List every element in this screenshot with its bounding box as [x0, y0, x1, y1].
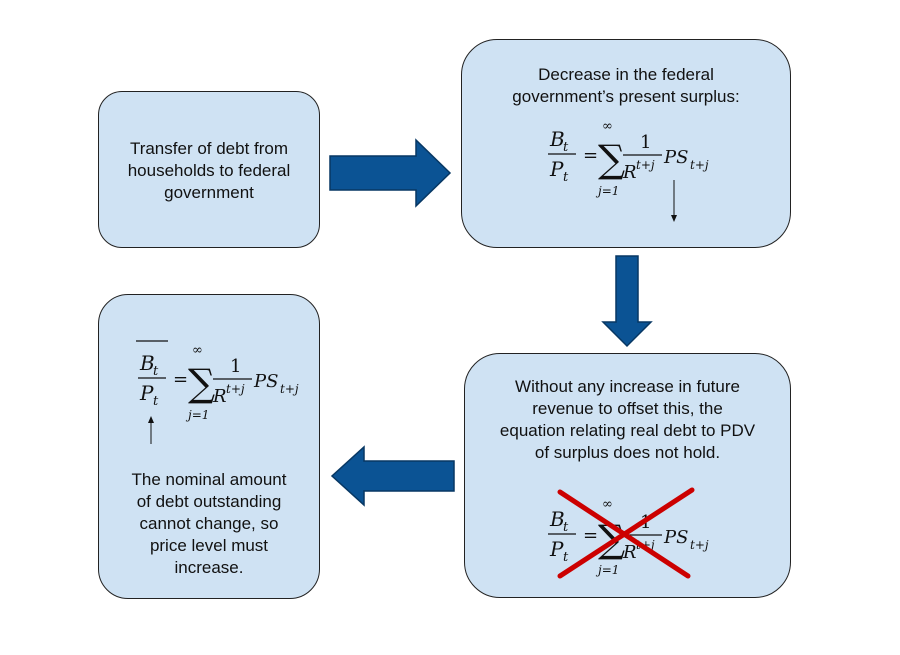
eq3-ps: PS	[253, 371, 278, 392]
nominal-line-5: increase.	[174, 558, 244, 577]
without-line-1: Without any increase in future	[515, 377, 740, 396]
eq2-equals: =	[583, 525, 598, 546]
eq1-sum-lower: j=1	[595, 184, 619, 198]
nominal-line-2: of debt outstanding	[136, 492, 282, 511]
nominal-line-1: The nominal amount	[131, 470, 287, 489]
eq3-up-arrow-head	[148, 416, 154, 423]
eq2-p-sub: t	[563, 550, 569, 565]
without-text: Without any increase in future revenue t…	[465, 376, 790, 464]
without-box: Without any increase in future revenue t…	[464, 353, 791, 598]
eq3-p: P	[139, 381, 154, 405]
eq3-sum: ∑	[188, 361, 215, 405]
eq1-sum: ∑	[598, 137, 625, 181]
transfer-line-3: government	[164, 183, 254, 202]
eq3-sum-upper: ∞	[192, 343, 203, 358]
eq2-b-sub: t	[563, 520, 569, 535]
eq1-r-exp: t+j	[636, 158, 655, 172]
arrow-right-shape	[329, 138, 452, 208]
equation-decrease: B t P t = ∞ ∑ j=1 1 R t+j PS t+j	[548, 119, 709, 222]
arrow-down	[601, 255, 653, 348]
eq3-ps-sub: t+j	[280, 382, 299, 396]
nominal-line-4: price level must	[149, 536, 269, 555]
arrow-right	[329, 138, 452, 208]
equation-nominal: B t P t = ∞ ∑ j=1 1 R t+j PS t+j	[136, 340, 299, 444]
eq3-one: 1	[230, 356, 241, 377]
eq3-b-sub: t	[153, 364, 159, 379]
decrease-box: Decrease in the federal government’s pre…	[461, 39, 791, 248]
eq2-r: R	[622, 542, 637, 563]
eq1-down-arrow-head	[671, 215, 677, 222]
transfer-box: Transfer of debt from households to fede…	[98, 91, 320, 248]
transfer-text: Transfer of debt from households to fede…	[99, 138, 319, 204]
eq1-p-sub: t	[563, 170, 569, 185]
eq2-ps: PS	[663, 527, 688, 548]
eq3-p-sub: t	[153, 394, 159, 409]
nominal-box: The nominal amount of debt outstanding c…	[98, 294, 320, 599]
nominal-line-3: cannot change, so	[139, 514, 279, 533]
arrow-left-shape	[330, 445, 455, 507]
without-line-3: equation relating real debt to PDV	[499, 421, 756, 440]
arrow-left	[330, 445, 455, 507]
without-line-2: revenue to offset this, the	[532, 399, 723, 418]
eq2-b: B	[549, 507, 565, 531]
eq1-p: P	[549, 157, 564, 181]
transfer-line-1: Transfer of debt from	[129, 139, 289, 158]
eq2-sum-upper: ∞	[602, 497, 613, 512]
decrease-text: Decrease in the federal government’s pre…	[462, 64, 790, 108]
decrease-line-2: government’s present surplus:	[512, 87, 740, 106]
eq3-r-exp: t+j	[226, 382, 245, 396]
eq1-r: R	[622, 162, 637, 183]
transfer-line-2: households to federal	[127, 161, 291, 180]
eq2-p: P	[549, 537, 564, 561]
eq3-equals: =	[173, 369, 188, 390]
eq3-b: B	[139, 351, 155, 375]
eq3-r: R	[212, 386, 227, 407]
eq1-b-sub: t	[563, 140, 569, 155]
cross-line-2	[557, 487, 695, 579]
decrease-line-1: Decrease in the federal	[538, 65, 714, 84]
eq1-one: 1	[640, 132, 651, 153]
nominal-text: The nominal amount of debt outstanding c…	[99, 469, 319, 579]
equation-crossed: B t P t = ∞ ∑ j=1 1 R t+j PS t+j	[548, 487, 709, 579]
arrow-down-shape	[601, 255, 653, 348]
eq3-sum-lower: j=1	[185, 408, 209, 422]
without-line-4: of surplus does not hold.	[534, 443, 721, 462]
eq2-sum-lower: j=1	[595, 563, 619, 577]
eq1-b: B	[549, 127, 565, 151]
eq1-ps: PS	[663, 147, 688, 168]
eq1-sum-upper: ∞	[602, 119, 613, 134]
eq1-equals: =	[583, 145, 598, 166]
eq1-ps-sub: t+j	[690, 158, 709, 172]
eq2-ps-sub: t+j	[690, 538, 709, 552]
